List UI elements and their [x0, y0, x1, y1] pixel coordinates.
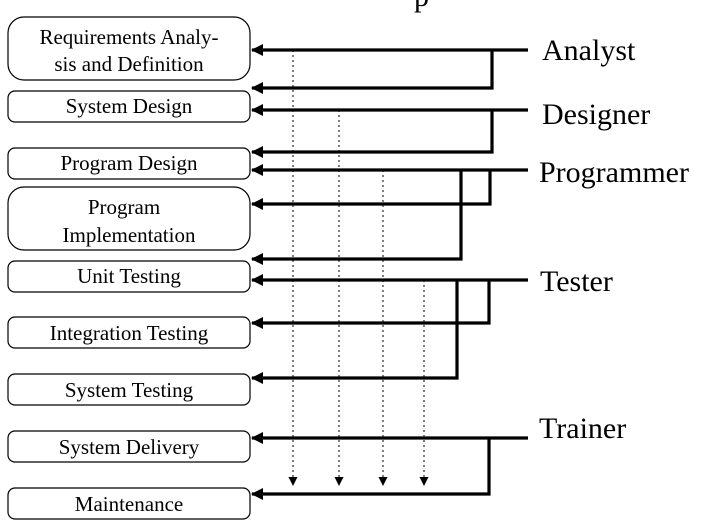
trainer-connector — [251, 432, 528, 500]
stage-maintenance-label: Maintenance — [75, 492, 183, 516]
stage-system-delivery-label: System Delivery — [59, 435, 200, 459]
tester-arrow-system-testing — [251, 280, 459, 384]
maintenance-links — [288, 50, 429, 486]
trainer-arrow-maintenance — [251, 438, 491, 500]
stage-system-design: System Design — [7, 90, 251, 123]
stage-system-testing-box — [7, 373, 251, 406]
stage-requirements-line-1: Requirements Analy- — [39, 25, 218, 49]
stage-program-implementation-line-1: Program — [88, 195, 160, 219]
stage-maintenance: Maintenance — [7, 487, 251, 520]
stage-integration-testing-box — [7, 316, 251, 349]
stage-system-testing: System Testing — [7, 373, 251, 406]
stage-system-delivery: System Delivery — [7, 430, 251, 463]
tester-arrow-integration-testing — [251, 280, 491, 329]
stage-program-design-box — [7, 147, 251, 180]
tester-connector — [251, 274, 528, 384]
stage-integration-testing: Integration Testing — [7, 316, 251, 349]
role-label-tester: Tester — [540, 265, 613, 298]
stage-unit-testing: Unit Testing — [7, 260, 251, 293]
analyst-connector — [251, 44, 528, 94]
programmer-arrow-unit-testing — [251, 170, 463, 265]
stage-program-implementation-box — [7, 186, 251, 251]
stage-requirements-line-2: sis and Definition — [54, 52, 204, 76]
programmer-arrow-program-implementation — [251, 170, 492, 210]
stage-system-design-label: System Design — [66, 94, 193, 118]
stage-program-implementation-line-2: Implementation — [63, 223, 196, 247]
designer-arrow-program-design — [251, 110, 494, 158]
title-fragment: p — [414, 0, 429, 13]
programmer-connector — [251, 164, 528, 265]
stage-requirements: Requirements Analy- sis and Definition — [7, 16, 251, 81]
role-label-programmer: Programmer — [539, 156, 689, 189]
stage-system-design-box — [7, 90, 251, 123]
stage-system-testing-label: System Testing — [65, 378, 194, 402]
stage-requirements-box — [7, 16, 251, 81]
designer-connector — [251, 104, 528, 158]
stage-program-implementation: Program Implementation — [7, 186, 251, 251]
stage-system-delivery-box — [7, 430, 251, 463]
stage-program-design: Program Design — [7, 147, 251, 180]
stage-unit-testing-box — [7, 260, 251, 293]
stage-maintenance-box — [7, 487, 251, 520]
role-label-designer: Designer — [542, 98, 650, 131]
analyst-arrow-system-design — [251, 50, 494, 94]
stage-unit-testing-label: Unit Testing — [77, 264, 181, 288]
stage-program-design-label: Program Design — [60, 151, 198, 175]
stage-integration-testing-label: Integration Testing — [50, 321, 209, 345]
role-label-analyst: Analyst — [542, 34, 636, 67]
role-label-trainer: Trainer — [539, 412, 626, 445]
